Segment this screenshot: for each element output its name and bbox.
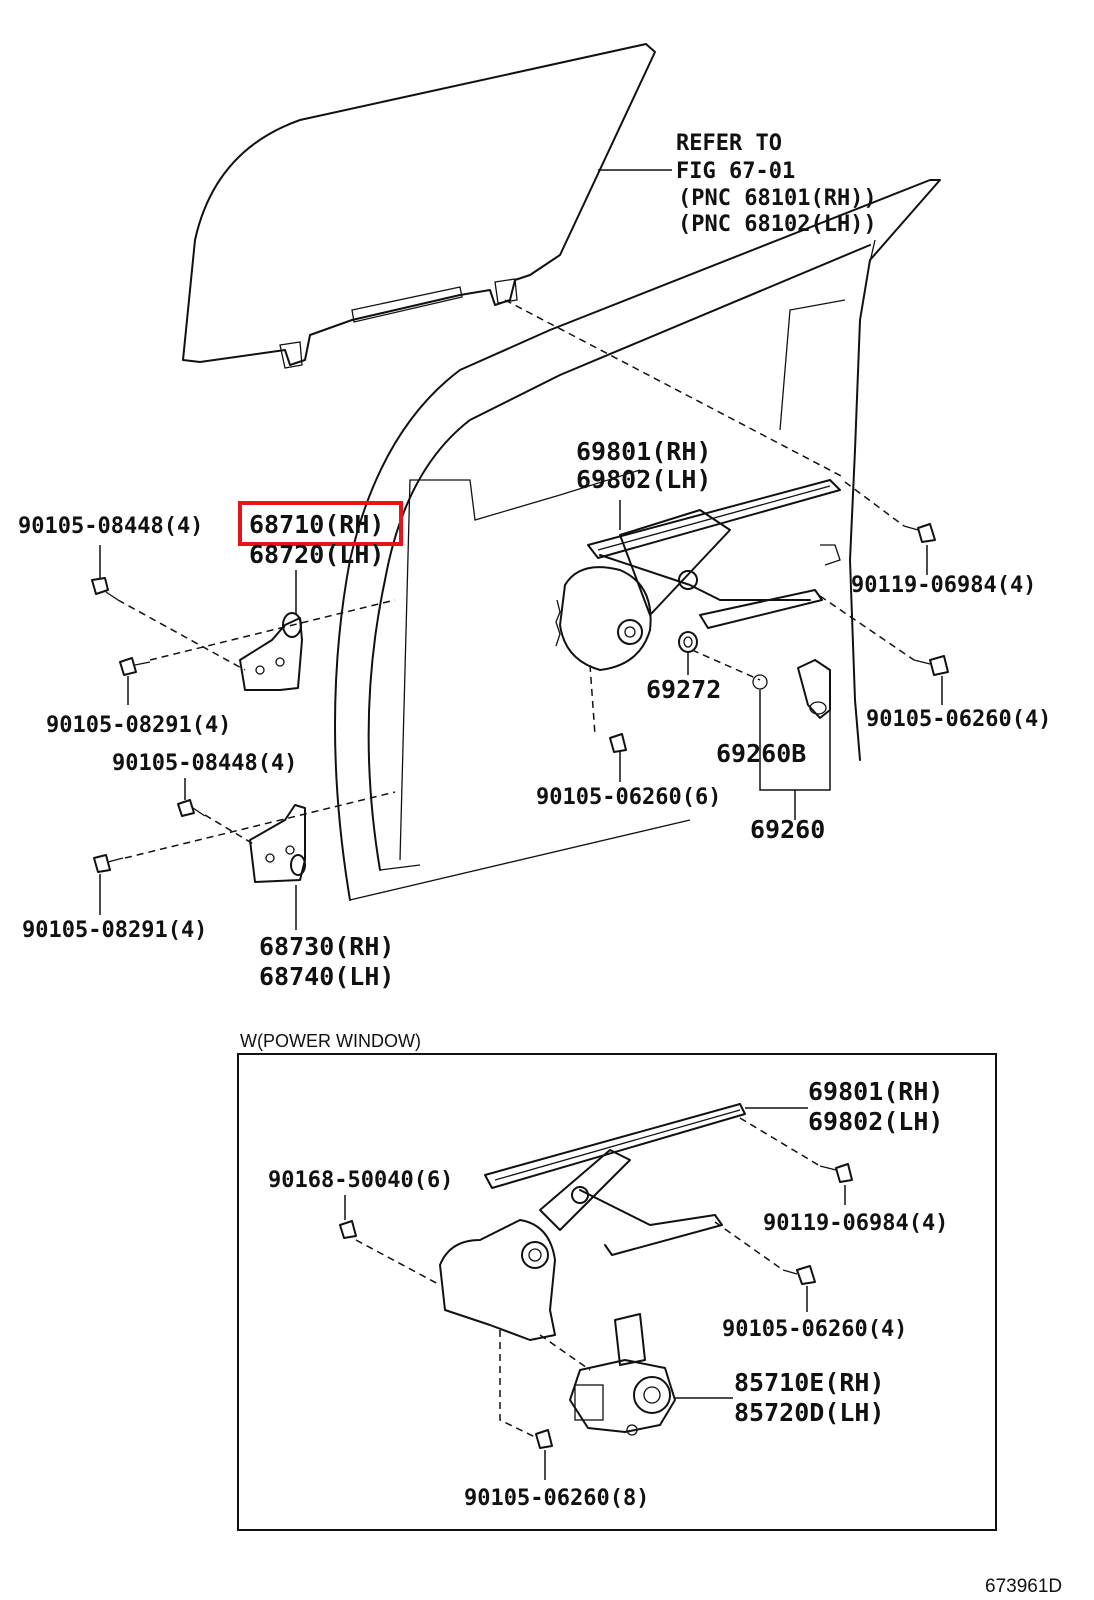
label-90105-08291-lower: 90105-08291(4) [22, 918, 207, 943]
label-68730-rh: 68730(RH) [259, 932, 394, 961]
label-90119-06984: 90119-06984(4) [851, 573, 1036, 598]
label-pw-90119-06984: 90119-06984(4) [763, 1211, 948, 1236]
label-pw-90105-06260-8: 90105-06260(8) [464, 1486, 649, 1511]
bolt-icon [119, 657, 151, 676]
highlight-box [238, 501, 403, 546]
label-90105-08448-lower: 90105-08448(4) [112, 751, 297, 776]
manual-window-regulator [555, 479, 841, 671]
refer-note-line1: REFER TO [676, 131, 782, 156]
lower-hinge [249, 804, 306, 883]
bolt-icon [91, 577, 119, 601]
figure-id: 673961D [985, 1576, 1062, 1597]
bolt-icon [339, 1220, 357, 1239]
washer-icon [678, 631, 698, 653]
bolt-icon [819, 1163, 853, 1183]
bolt-icon [913, 655, 949, 676]
bolt-icon [535, 1429, 553, 1449]
refer-note-line2: FIG 67-01 [676, 159, 795, 184]
bolt-icon [177, 799, 206, 817]
bolt-icon [782, 1265, 816, 1285]
refer-note-line4: (PNC 68102(LH)) [678, 212, 877, 237]
label-90105-06260-6: 90105-06260(6) [536, 785, 721, 810]
label-90168-50040: 90168-50040(6) [268, 1168, 453, 1193]
label-pw-69801-rh: 69801(RH) [808, 1077, 943, 1106]
power-window-motor [569, 1313, 676, 1436]
power-window-frame [237, 1053, 997, 1531]
door-glass [182, 43, 656, 369]
label-85710e-rh: 85710E(RH) [734, 1368, 885, 1397]
label-pw-90105-06260-4: 90105-06260(4) [722, 1317, 907, 1342]
label-69801-rh: 69801(RH) [576, 437, 711, 466]
label-68740-lh: 68740(LH) [259, 962, 394, 991]
label-68720-lh: 68720(LH) [249, 540, 384, 569]
bolt-icon [93, 854, 124, 873]
power-window-regulator [439, 1103, 746, 1341]
label-69802-lh: 69802(LH) [576, 465, 711, 494]
label-69260: 69260 [750, 815, 825, 844]
label-85720d-lh: 85720D(LH) [734, 1398, 885, 1427]
clip-icon [752, 674, 768, 690]
door-panel [334, 179, 941, 901]
bolt-icon [903, 523, 936, 543]
label-69260b: 69260B [716, 739, 806, 768]
label-90105-08291-upper: 90105-08291(4) [46, 713, 231, 738]
refer-note-line3: (PNC 68101(RH)) [678, 186, 877, 211]
bolt-icon [609, 733, 627, 753]
power-window-title: W(POWER WINDOW) [240, 1031, 421, 1051]
label-90105-06260-4: 90105-06260(4) [866, 707, 1051, 732]
label-90105-08448-upper: 90105-08448(4) [18, 514, 203, 539]
label-69272: 69272 [646, 675, 721, 704]
label-68710-rh[interactable]: 68710(RH) [249, 510, 384, 539]
window-crank-handle [797, 659, 831, 719]
label-pw-69802-lh: 69802(LH) [808, 1107, 943, 1136]
upper-hinge [239, 612, 303, 691]
